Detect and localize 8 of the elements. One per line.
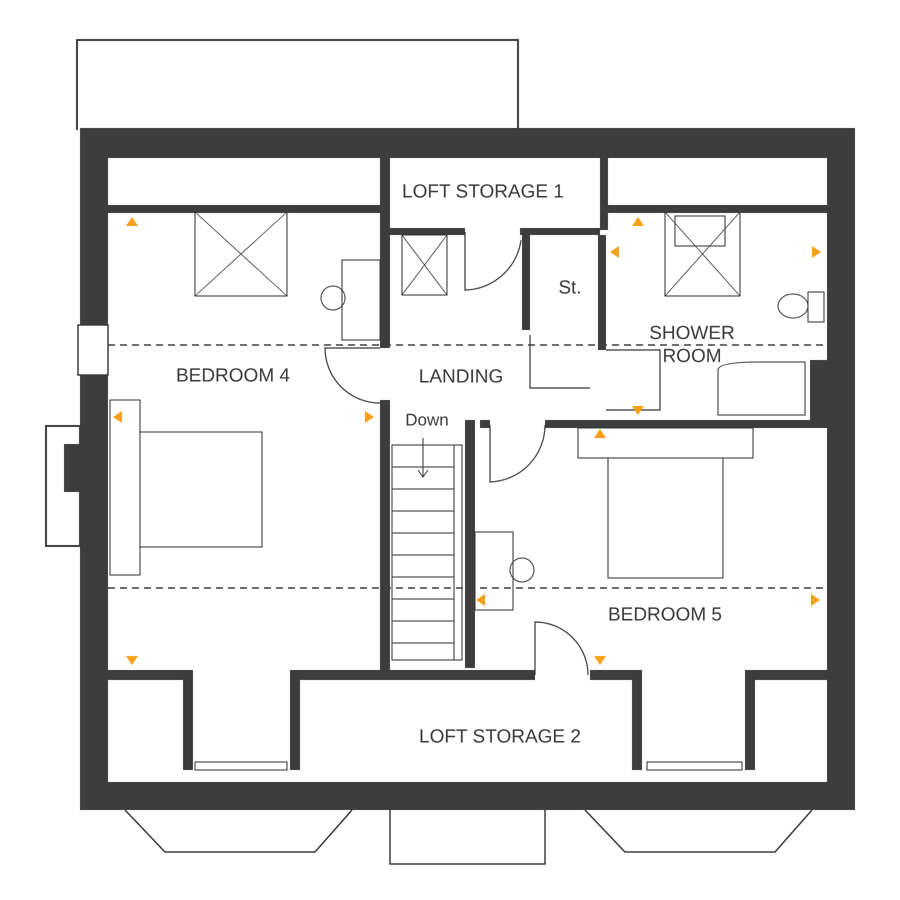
room-label: LOFT STORAGE 1 (402, 180, 564, 204)
stair-direction-label: Down (405, 410, 449, 432)
room-label: LOFT STORAGE 2 (419, 726, 581, 748)
room-label: St. (558, 276, 582, 300)
room-label: BEDROOM 5 (608, 604, 722, 626)
room-label: LANDING (418, 366, 504, 388)
room-label: SHOWER ROOM (648, 322, 736, 368)
room-label: BEDROOM 4 (176, 364, 290, 388)
